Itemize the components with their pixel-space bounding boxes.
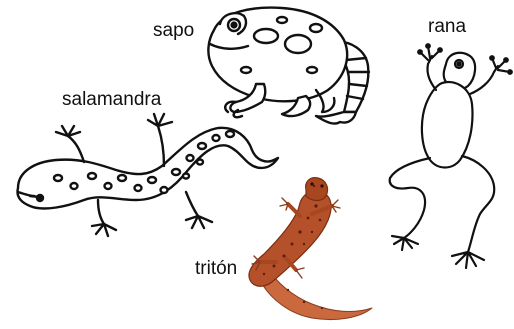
toad-illustration — [208, 8, 369, 124]
label-rana: rana — [428, 17, 466, 36]
salamander-illustration — [18, 114, 279, 236]
newt-photo — [249, 178, 372, 320]
label-sapo: sapo — [153, 21, 194, 40]
label-salamandra: salamandra — [62, 90, 161, 109]
label-triton: tritón — [195, 259, 237, 278]
frog-illustration — [390, 44, 512, 268]
